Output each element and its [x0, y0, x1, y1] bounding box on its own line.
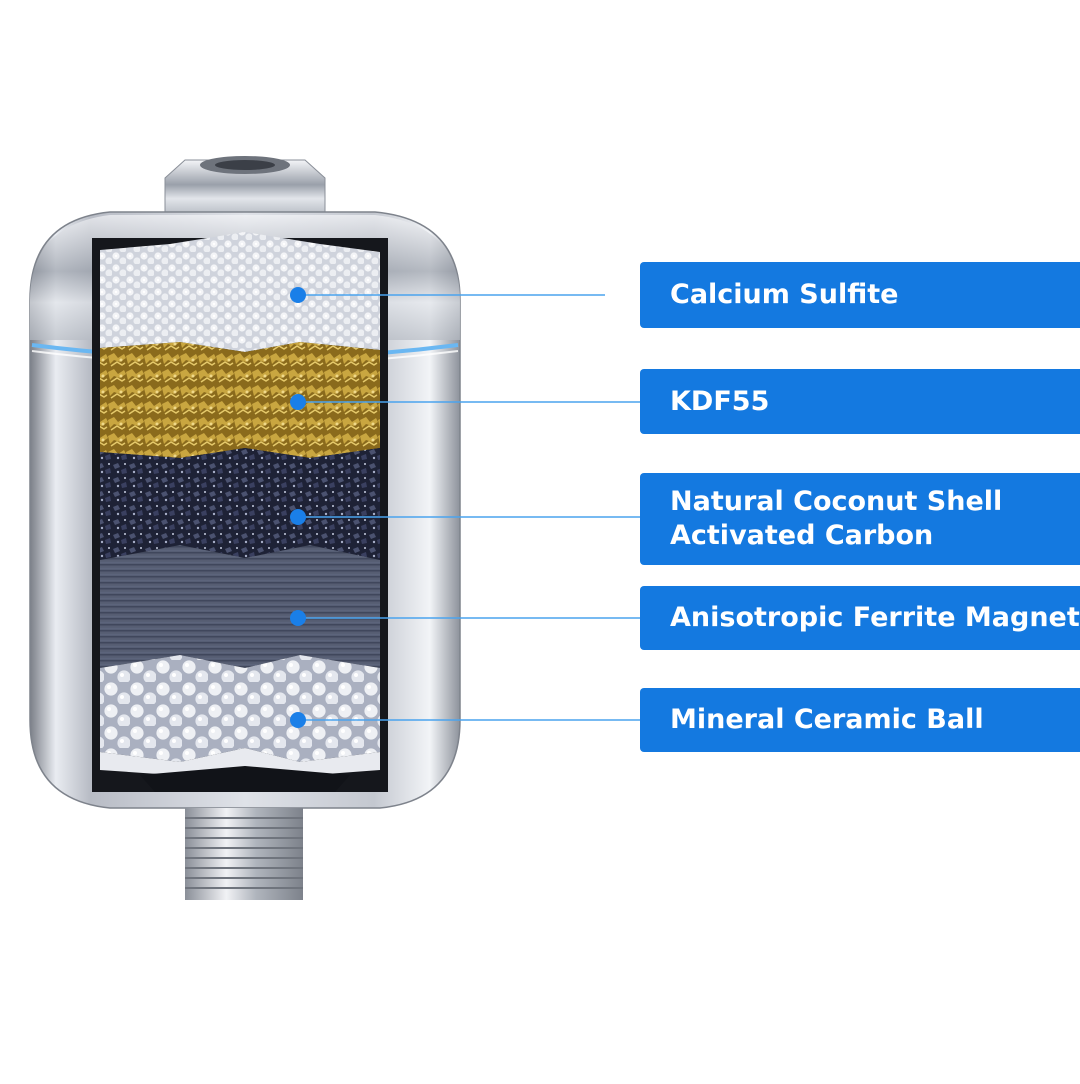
- label-kdf55: KDF55: [640, 369, 1080, 434]
- leader-dot-ceramic-ball: [290, 712, 306, 728]
- leader-dot-ferrite-magnet: [290, 610, 306, 626]
- leader-dot-calcium-sulfite: [290, 287, 306, 303]
- layer-calcium-sulfite: [100, 232, 380, 352]
- leader-dot-kdf55: [290, 394, 306, 410]
- layer-ceramic-ball: [100, 655, 380, 780]
- leader-dot-coconut-carbon: [290, 509, 306, 525]
- label-ceramic-ball: Mineral Ceramic Ball: [640, 688, 1080, 752]
- bottom-thread: [185, 808, 303, 900]
- label-calcium-sulfite: Calcium Sulfite: [640, 262, 1080, 328]
- layer-ferrite-magnet: [100, 545, 380, 668]
- label-ferrite-magnet: Anisotropic Ferrite Magnet: [640, 586, 1080, 650]
- label-coconut-carbon: Natural Coconut Shell Activated Carbon: [640, 473, 1080, 565]
- layer-kdf55: [100, 342, 380, 458]
- layer-coconut-carbon: [100, 448, 380, 560]
